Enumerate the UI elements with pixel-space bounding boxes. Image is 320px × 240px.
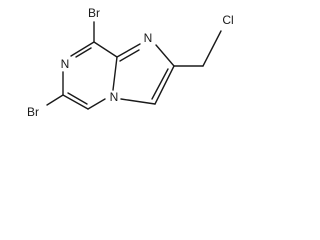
- bond-c3-n4: [120, 98, 156, 105]
- bond-c8-n7-inner: [75, 47, 92, 58]
- bond-c2-c3: [154, 65, 175, 105]
- bond-c8a-n1: [116, 43, 141, 58]
- bond-c5-n4: [87, 98, 106, 110]
- atom-br-top: Br: [88, 6, 100, 20]
- atom-label-layer: Br N Br N N Cl: [27, 6, 234, 119]
- bond-c6-c5-inner: [67, 92, 88, 105]
- atom-cl: Cl: [222, 13, 233, 27]
- bond-c8-n7: [70, 41, 95, 57]
- atom-n-imidazole: N: [144, 31, 153, 45]
- atom-n-bridgehead: N: [110, 90, 119, 104]
- atom-n-pyrazine: N: [61, 57, 70, 71]
- bond-c6-c5: [62, 94, 89, 110]
- bond-c2-c3-inner: [151, 68, 169, 100]
- bond-n1-c2: [155, 44, 175, 67]
- chemical-structure: Br N Br N N Cl: [27, 6, 234, 119]
- bond-c6-br: [46, 94, 64, 106]
- bond-c8a-c8: [93, 41, 118, 58]
- bond-layer: [46, 21, 222, 110]
- bond-c8a-n1-inner: [119, 49, 140, 62]
- bond-ch2-cl: [202, 30, 222, 67]
- bond-n4-c8a: [112, 56, 118, 91]
- atom-br-bottom: Br: [27, 105, 39, 119]
